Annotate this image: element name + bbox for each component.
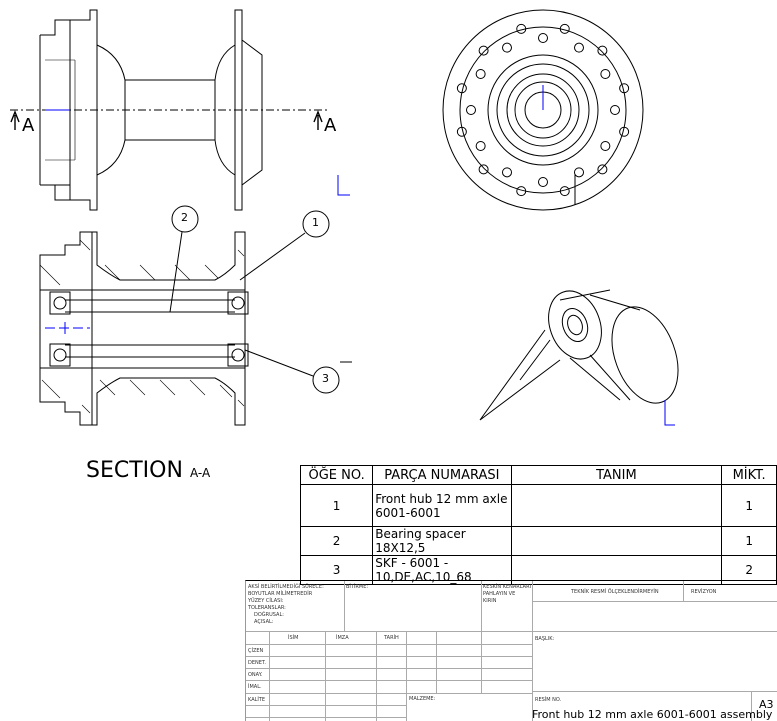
finish-label: BİTİRME: <box>346 584 369 590</box>
bom-item: 1 <box>299 484 374 527</box>
bolt-hole <box>478 45 489 56</box>
bolt-hole <box>600 141 611 151</box>
bolt-hole <box>475 69 486 79</box>
isometric-view <box>479 289 679 426</box>
bolt-hole <box>559 23 570 34</box>
bom-row: 2 Bearing spacer 18X12,5 1 <box>299 526 777 556</box>
bolt-hole <box>538 33 548 43</box>
sheet-size: A3 <box>759 698 774 711</box>
note-line: DOĞRUSAL: <box>254 612 284 618</box>
bom-header-desc: TANIM <box>510 465 723 485</box>
bolt-hole <box>600 69 611 79</box>
bom-qty: 1 <box>721 526 777 556</box>
bolt-hole <box>619 126 630 137</box>
deburr-note: KESKİN KENARLARI PAHLAYIN VE KIRIN <box>483 584 531 605</box>
bolt-hole <box>619 83 630 94</box>
section-marker-left: A <box>22 115 35 136</box>
col-signature: İMZA <box>336 635 349 641</box>
bolt-hole <box>597 45 608 56</box>
material-label: MALZEME: <box>409 696 436 702</box>
bolt-hole <box>456 126 467 137</box>
col-date: TARİH <box>384 635 399 641</box>
side-view <box>442 9 644 211</box>
section-title: SECTION A-A <box>86 458 210 483</box>
bolt-hole <box>597 164 608 175</box>
row-drawn: ÇİZEN <box>248 648 264 654</box>
notes: AKSİ BELİRTİLMEDİĞİ SÜRECE: BOYUTLAR MİL… <box>248 584 324 626</box>
note-line: TOLERANSLAR: <box>248 605 286 611</box>
bolt-hole <box>574 167 584 178</box>
note-line: AKSİ BELİRTİLMEDİĞİ SÜRECE: <box>248 584 324 590</box>
front-view <box>10 9 350 211</box>
bom-part: Front hub 12 mm axle 6001-6001 <box>372 484 512 527</box>
title-block: AKSİ BELİRTİLMEDİĞİ SÜRECE: BOYUTLAR MİL… <box>245 580 777 721</box>
note-line: BOYUTLAR MİLİMETREDİR <box>248 591 313 597</box>
bom-header-part: PARÇA NUMARASI <box>372 465 512 485</box>
bom-desc <box>510 484 723 527</box>
bom-qty: 1 <box>721 484 777 527</box>
drawing-no-label: RESİM NO. <box>535 697 562 703</box>
bolt-hole <box>456 83 467 94</box>
bom-desc <box>510 526 723 556</box>
bolt-hole <box>502 42 512 53</box>
bolt-hole <box>538 177 548 187</box>
bolt-hole <box>559 186 570 197</box>
row-checked: DENET. <box>248 660 266 666</box>
revision-label: REVİZYON <box>691 589 717 595</box>
section-marker-right: A <box>324 115 337 136</box>
balloon-1: 1 <box>312 216 319 229</box>
note-line: AÇISAL: <box>254 619 274 625</box>
deburr-line: PAHLAYIN VE <box>483 591 516 597</box>
bolt-hole <box>516 186 527 197</box>
bom-header-item: ÖĞE NO. <box>299 465 374 485</box>
row-manufacturing: İMAL. <box>248 684 262 690</box>
deburr-line: KIRIN <box>483 598 497 604</box>
section-title-text: SECTION <box>86 458 183 483</box>
col-name: İSİM <box>288 635 299 641</box>
bolt-hole <box>502 167 512 178</box>
bill-of-materials: ÖĞE NO. PARÇA NUMARASI TANIM MİKT. 1 Fro… <box>299 465 777 585</box>
bolt-hole <box>478 164 489 175</box>
bolt-hole <box>466 105 476 115</box>
section-view <box>39 205 352 426</box>
note-line: YÜZEY CİLASI: <box>248 598 284 604</box>
bolt-hole <box>610 105 620 115</box>
drawing-number: Front hub 12 mm axle 6001-6001 assembly <box>532 708 773 721</box>
no-scale-note: TEKNİK RESMİ ÖLÇEKLENDİRMEYİN <box>571 589 659 595</box>
balloon-3: 3 <box>322 372 329 385</box>
section-suffix: A-A <box>189 466 211 480</box>
title-label: BAŞLIK: <box>535 636 555 642</box>
balloon-2: 2 <box>181 211 188 224</box>
row-approved: ONAY. <box>248 672 263 678</box>
bom-row: 1 Front hub 12 mm axle 6001-6001 1 <box>299 484 777 527</box>
bolt-hole <box>475 141 486 151</box>
bolt-hole <box>574 42 584 53</box>
bom-header-qty: MİKT. <box>721 465 777 485</box>
row-quality: KALİTE <box>248 697 266 703</box>
bom-part: Bearing spacer 18X12,5 <box>372 526 512 556</box>
deburr-line: KESKİN KENARLARI <box>483 584 532 590</box>
bom-item: 2 <box>299 526 374 556</box>
bolt-hole <box>516 23 527 34</box>
